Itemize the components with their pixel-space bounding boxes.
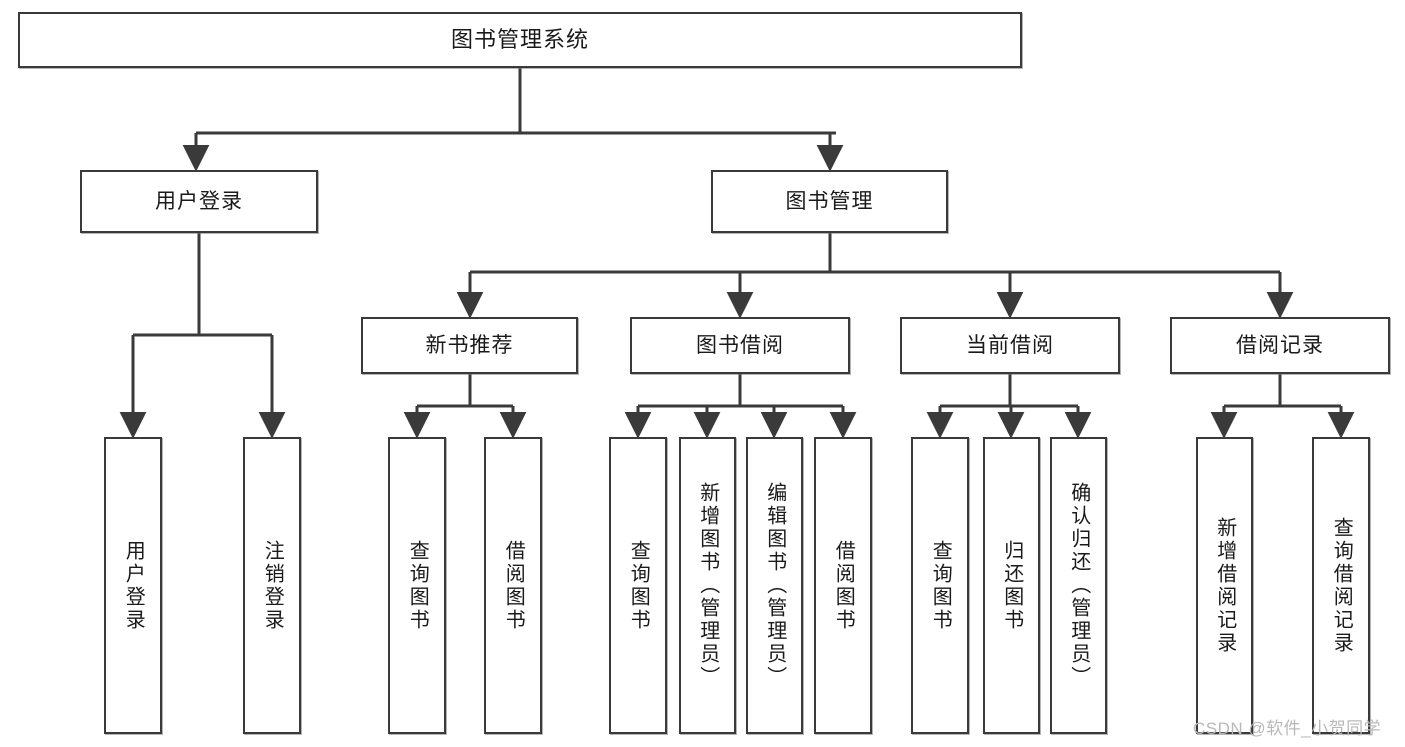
csdn-watermark: CSDN @软件_小贺同学 [1193, 719, 1382, 738]
node-label: 确认归还（管理员） [1067, 482, 1090, 689]
leaf-current-query-book[interactable]: 查询图书 [911, 437, 969, 734]
node-label: 查询图书 [627, 539, 650, 632]
leaf-new-book-borrow[interactable]: 借阅图书 [484, 437, 542, 734]
node-current-borrow[interactable]: 当前借阅 [900, 317, 1120, 374]
node-label: 用户登录 [155, 189, 243, 213]
node-label: 查询借阅记录 [1330, 516, 1353, 655]
node-label: 图书管理系统 [450, 26, 589, 52]
node-borrow-record[interactable]: 借阅记录 [1170, 317, 1390, 374]
leaf-current-confirm-return[interactable]: 确认归还（管理员） [1050, 437, 1107, 734]
leaf-current-return-book[interactable]: 归还图书 [983, 437, 1040, 734]
node-label: 归还图书 [1000, 539, 1023, 632]
node-label: 借阅图书 [832, 539, 855, 632]
node-book-borrow[interactable]: 图书借阅 [630, 317, 850, 374]
node-label: 注销登录 [261, 539, 284, 632]
node-label: 借阅记录 [1236, 333, 1324, 357]
node-root-system[interactable]: 图书管理系统 [18, 12, 1022, 68]
node-label: 当前借阅 [966, 333, 1054, 357]
node-label: 新增借阅记录 [1213, 516, 1236, 655]
node-label: 查询图书 [406, 539, 429, 632]
node-label: 编辑图书（管理员） [763, 482, 786, 689]
leaf-new-book-query[interactable]: 查询图书 [388, 437, 446, 734]
leaf-borrow-edit-book[interactable]: 编辑图书（管理员） [746, 437, 803, 734]
node-label: 用户登录 [122, 539, 145, 632]
leaf-user-login[interactable]: 用户登录 [104, 437, 162, 734]
node-label: 新增图书（管理员） [696, 482, 719, 689]
node-label: 借阅图书 [502, 539, 525, 632]
node-label: 图书借阅 [696, 333, 784, 357]
leaf-borrow-borrow-book[interactable]: 借阅图书 [814, 437, 872, 734]
node-label: 查询图书 [929, 539, 952, 632]
leaf-borrow-query-book[interactable]: 查询图书 [609, 437, 667, 734]
node-user-login[interactable]: 用户登录 [80, 170, 318, 233]
node-new-book-recommend[interactable]: 新书推荐 [361, 317, 578, 374]
leaf-record-query[interactable]: 查询借阅记录 [1312, 437, 1370, 734]
leaf-record-add[interactable]: 新增借阅记录 [1196, 437, 1253, 734]
node-label: 新书推荐 [425, 333, 514, 357]
node-book-management[interactable]: 图书管理 [711, 170, 948, 233]
leaf-user-logout[interactable]: 注销登录 [243, 437, 301, 734]
node-label: 图书管理 [785, 189, 874, 213]
leaf-borrow-add-book[interactable]: 新增图书（管理员） [679, 437, 736, 734]
